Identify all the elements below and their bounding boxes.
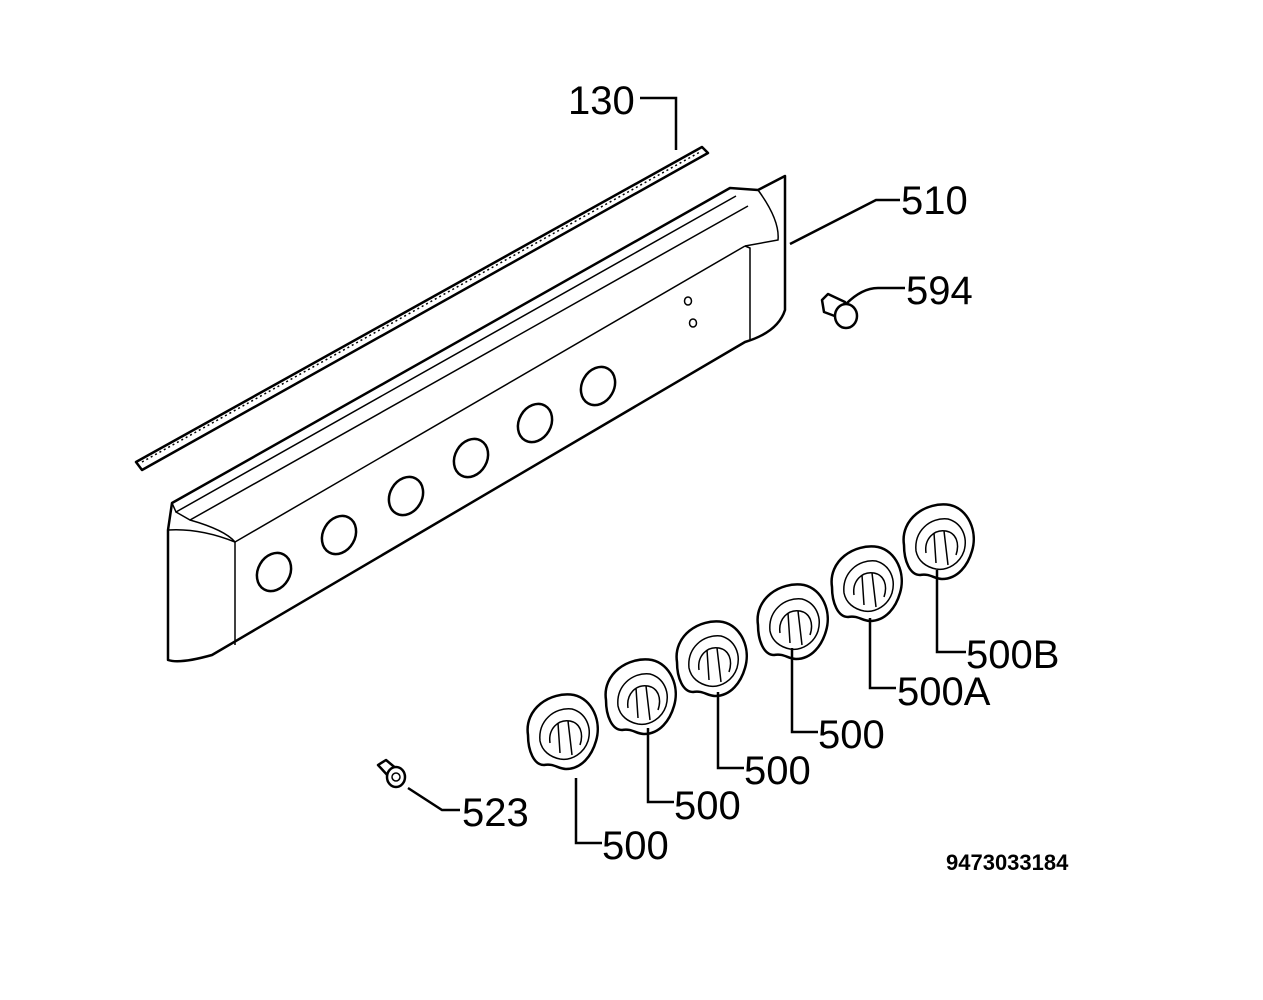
control-knob [604, 658, 677, 736]
screw [376, 758, 407, 789]
part-label-594: 594 [906, 269, 973, 313]
leader-130 [640, 96, 678, 150]
control-knob [526, 693, 599, 771]
leader-500-1 [574, 778, 602, 845]
indicator-hole [683, 296, 693, 306]
leader-500B [935, 570, 966, 654]
panel-hole [579, 365, 617, 407]
part-label-500A: 500A [897, 670, 991, 714]
leader-500-3 [716, 692, 744, 770]
part-label-500-3: 500 [744, 749, 811, 793]
panel-hole [320, 514, 358, 556]
indicator-hole [688, 318, 698, 328]
leader-594 [845, 286, 905, 305]
indicator-lens [820, 292, 859, 330]
panel-hole [255, 551, 293, 593]
leader-500A [868, 618, 896, 690]
part-label-523: 523 [462, 791, 529, 835]
leader-500-4 [790, 648, 818, 734]
part-label-510: 510 [901, 179, 968, 223]
leader-523 [407, 786, 460, 812]
document-number: 9473033184 [946, 850, 1069, 875]
panel-hole [452, 437, 490, 479]
part-label-500-4: 500 [818, 713, 885, 757]
panel-hole [387, 475, 425, 517]
gasket-strip [134, 145, 710, 472]
control-knob [756, 583, 829, 661]
knob-group [526, 503, 975, 771]
panel-hole [516, 402, 554, 444]
part-label-500B: 500B [966, 633, 1059, 677]
leader-lines [407, 96, 966, 845]
part-label-130: 130 [568, 79, 635, 123]
control-knob [902, 503, 975, 581]
control-panel [166, 174, 787, 663]
part-label-500-2: 500 [674, 784, 741, 828]
control-knob [830, 545, 903, 623]
leader-510 [789, 198, 900, 246]
part-labels: 130 510 594 500B 500A 500 500 500 500 52… [462, 79, 1059, 868]
control-knob [675, 620, 748, 698]
leader-500-2 [646, 728, 674, 804]
part-label-500-1: 500 [602, 824, 669, 868]
